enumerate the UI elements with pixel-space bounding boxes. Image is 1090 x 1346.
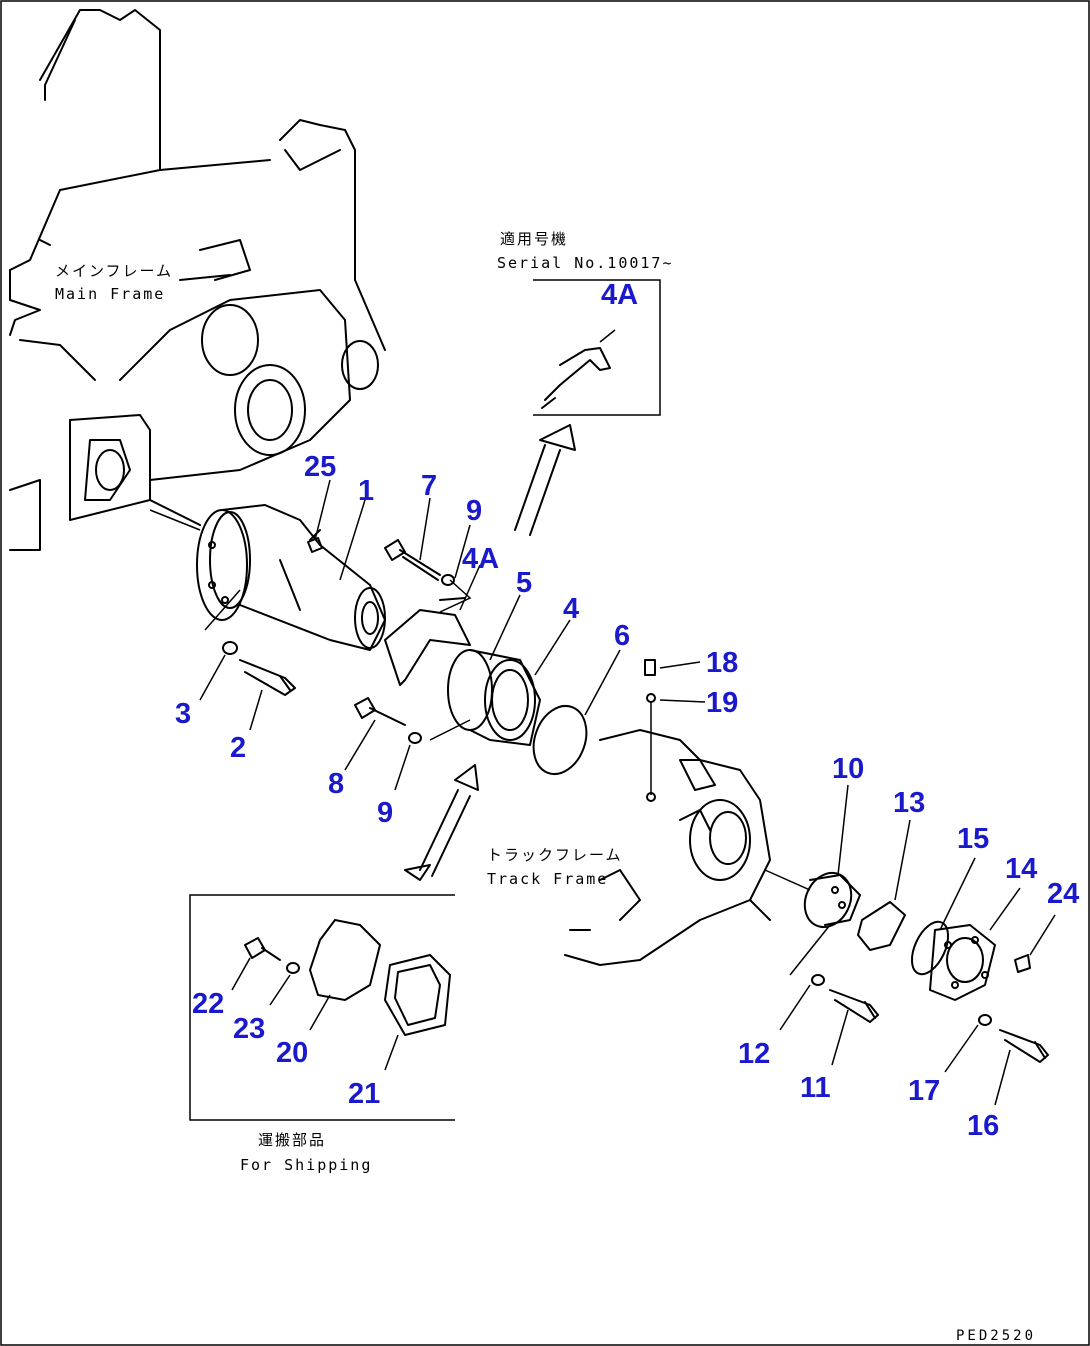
- part-8-bolt: [354, 697, 406, 726]
- callout-23: 23: [233, 1013, 265, 1045]
- part-5-collar: [447, 649, 541, 746]
- callout-8: 8: [328, 768, 344, 800]
- part-12-washer: [811, 974, 825, 986]
- callout-24: 24: [1047, 878, 1079, 910]
- assembly-line-2-3: [204, 589, 241, 631]
- part-11-bolt: [829, 989, 879, 1023]
- assembly-line-frame-1: [149, 509, 201, 531]
- callout-3: 3: [175, 698, 191, 730]
- part-24-plug: [1014, 954, 1031, 973]
- part-13-shim: [857, 901, 906, 951]
- part-25-plug: [307, 537, 323, 553]
- part-17-washer: [978, 1014, 992, 1026]
- callout-18: 18: [706, 647, 738, 679]
- callout-12: 12: [738, 1038, 770, 1070]
- track-frame-port: [646, 792, 656, 802]
- part-14-cover: [929, 924, 996, 1001]
- callout-6: 6: [614, 620, 630, 652]
- callout-17: 17: [908, 1075, 940, 1107]
- callout-22: 22: [192, 988, 224, 1020]
- track-frame-label-jp: トラックフレーム: [487, 846, 623, 864]
- part-15-o-ring: [910, 920, 950, 976]
- shipping-inset-box: [189, 894, 455, 1121]
- assembly-line-8-9: [429, 719, 471, 741]
- callout-11: 11: [800, 1072, 831, 1104]
- callout-4a-serial: 4A: [601, 279, 638, 311]
- track-frame-label-en: Track Frame: [487, 870, 608, 888]
- callout-9-upper: 9: [466, 495, 482, 527]
- main-frame-label-en: Main Frame: [55, 285, 165, 303]
- callout-21: 21: [348, 1078, 380, 1110]
- shipping-label-en: For Shipping: [240, 1156, 372, 1174]
- callout-5: 5: [516, 567, 532, 599]
- callout-10: 10: [832, 753, 864, 785]
- drawing-code: PED2520: [956, 1328, 1036, 1344]
- callout-14: 14: [1005, 853, 1037, 885]
- callout-1: 1: [358, 475, 374, 507]
- callout-19: 19: [706, 687, 738, 719]
- callout-2: 2: [230, 732, 246, 764]
- main-frame-label-jp: メインフレーム: [55, 262, 173, 280]
- part-18-plug: [644, 659, 656, 676]
- part-3-washer: [222, 641, 238, 655]
- part-1-pivot-shaft: [196, 504, 386, 651]
- callout-25: 25: [304, 451, 336, 483]
- callout-20: 20: [276, 1037, 308, 1069]
- part-10-collar: [803, 871, 861, 929]
- assembly-line-11-12: [789, 924, 831, 976]
- callout-16: 16: [967, 1110, 999, 1142]
- arrow-to-shipping-box: [404, 764, 479, 881]
- main-frame-outline: [9, 9, 386, 551]
- track-frame-outline: [564, 729, 771, 966]
- leader-lines: [199, 329, 1056, 1106]
- arrow-to-inset: [514, 424, 576, 536]
- part-7-bolt: [384, 539, 441, 581]
- part-4a-shim: [384, 597, 471, 686]
- part-6-o-ring: [532, 705, 588, 775]
- callout-4: 4: [563, 593, 579, 625]
- shipping-label-jp: 運搬部品: [258, 1131, 326, 1149]
- part-9-washer-lower: [408, 732, 422, 744]
- serial-inset-box: [533, 279, 661, 416]
- part-19-o-ring: [646, 693, 656, 703]
- part-16-bolt: [999, 1029, 1049, 1063]
- callout-13: 13: [893, 787, 925, 819]
- assembly-line-7-9: [439, 579, 472, 613]
- callout-15: 15: [957, 823, 989, 855]
- callout-9-lower: 9: [377, 797, 393, 829]
- serial-label-jp: 適用号機: [500, 230, 568, 248]
- callout-4a: 4A: [462, 543, 499, 575]
- serial-label-en: Serial No.10017~: [497, 254, 674, 272]
- part-2-bolt: [239, 659, 296, 696]
- callout-7: 7: [421, 470, 437, 502]
- part-9-washer-upper: [441, 574, 455, 586]
- assembly-line-frame-10: [764, 869, 811, 891]
